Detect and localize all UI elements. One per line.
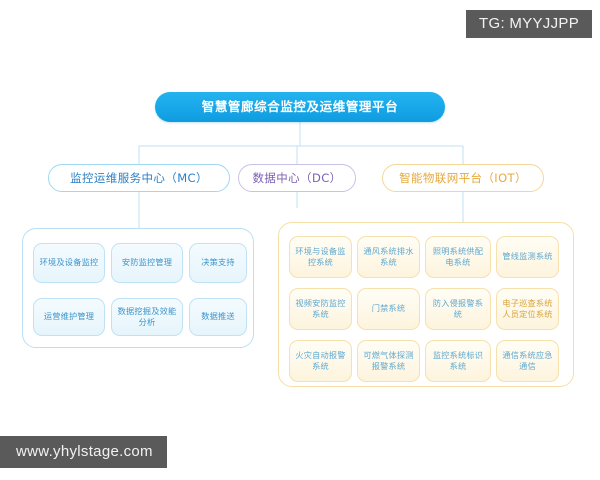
chip-iot-3[interactable]: 照明系统供配电系统 [425, 236, 491, 278]
chip-label: 决策支持 [201, 257, 235, 268]
watermark-top-tag: TG: MYYJJPP [466, 10, 592, 38]
chip-iot-12[interactable]: 通信系统应急通信 [496, 340, 559, 382]
node-data-center[interactable]: 数据中心（DC） [238, 164, 356, 192]
chip-mc-5[interactable]: 数据挖掘及效能分析 [111, 298, 183, 336]
node-label: 监控运维服务中心（MC） [70, 170, 208, 185]
chip-label: 环境及设备监控 [39, 257, 99, 268]
chip-iot-11[interactable]: 监控系统标识系统 [425, 340, 491, 382]
chip-iot-1[interactable]: 环境与设备监控系统 [289, 236, 352, 278]
chip-label: 运营维护管理 [43, 311, 95, 322]
chip-iot-4[interactable]: 管线监测系统 [496, 236, 559, 278]
chip-label: 监控系统标识系统 [432, 349, 484, 371]
chip-label: 电子巡查系统人员定位系统 [502, 297, 553, 319]
root-node-platform[interactable]: 智慧管廊综合监控及运维管理平台 [155, 92, 445, 122]
chip-label: 视频安防监控系统 [295, 297, 346, 319]
chip-label: 数据推送 [201, 311, 235, 322]
node-monitoring-ops-service-center[interactable]: 监控运维服务中心（MC） [48, 164, 230, 192]
chip-iot-2[interactable]: 通风系统排水系统 [357, 236, 420, 278]
chip-label: 门禁系统 [371, 303, 406, 314]
chip-label: 通风系统排水系统 [363, 245, 414, 267]
chip-label: 管线监测系统 [502, 251, 553, 262]
chip-label: 环境与设备监控系统 [295, 245, 346, 267]
chip-label: 通信系统应急通信 [502, 349, 553, 371]
chip-mc-1[interactable]: 环境及设备监控 [33, 243, 105, 283]
chip-iot-8[interactable]: 电子巡查系统人员定位系统 [496, 288, 559, 330]
chip-mc-3[interactable]: 决策支持 [189, 243, 247, 283]
node-label: 智能物联网平台（IOT） [399, 170, 527, 185]
chip-label: 可燃气体探测报警系统 [363, 349, 414, 371]
chip-iot-10[interactable]: 可燃气体探测报警系统 [357, 340, 420, 382]
chip-label: 防入侵报警系统 [432, 297, 484, 319]
chip-mc-4[interactable]: 运营维护管理 [33, 298, 105, 336]
node-label: 数据中心（DC） [252, 170, 342, 185]
chip-mc-2[interactable]: 安防监控管理 [111, 243, 183, 283]
chip-iot-7[interactable]: 防入侵报警系统 [425, 288, 491, 330]
root-node-label: 智慧管廊综合监控及运维管理平台 [201, 99, 399, 115]
chip-label: 火灾自动报警系统 [295, 349, 346, 371]
chip-mc-6[interactable]: 数据推送 [189, 298, 247, 336]
node-iot-platform[interactable]: 智能物联网平台（IOT） [382, 164, 544, 192]
chip-label: 安防监控管理 [121, 257, 173, 268]
chip-label: 数据挖掘及效能分析 [117, 305, 177, 327]
chip-iot-9[interactable]: 火灾自动报警系统 [289, 340, 352, 382]
watermark-bottom-url: www.yhylstage.com [0, 436, 167, 468]
chip-iot-5[interactable]: 视频安防监控系统 [289, 288, 352, 330]
chip-label: 照明系统供配电系统 [432, 245, 484, 267]
chip-iot-6[interactable]: 门禁系统 [357, 288, 420, 330]
